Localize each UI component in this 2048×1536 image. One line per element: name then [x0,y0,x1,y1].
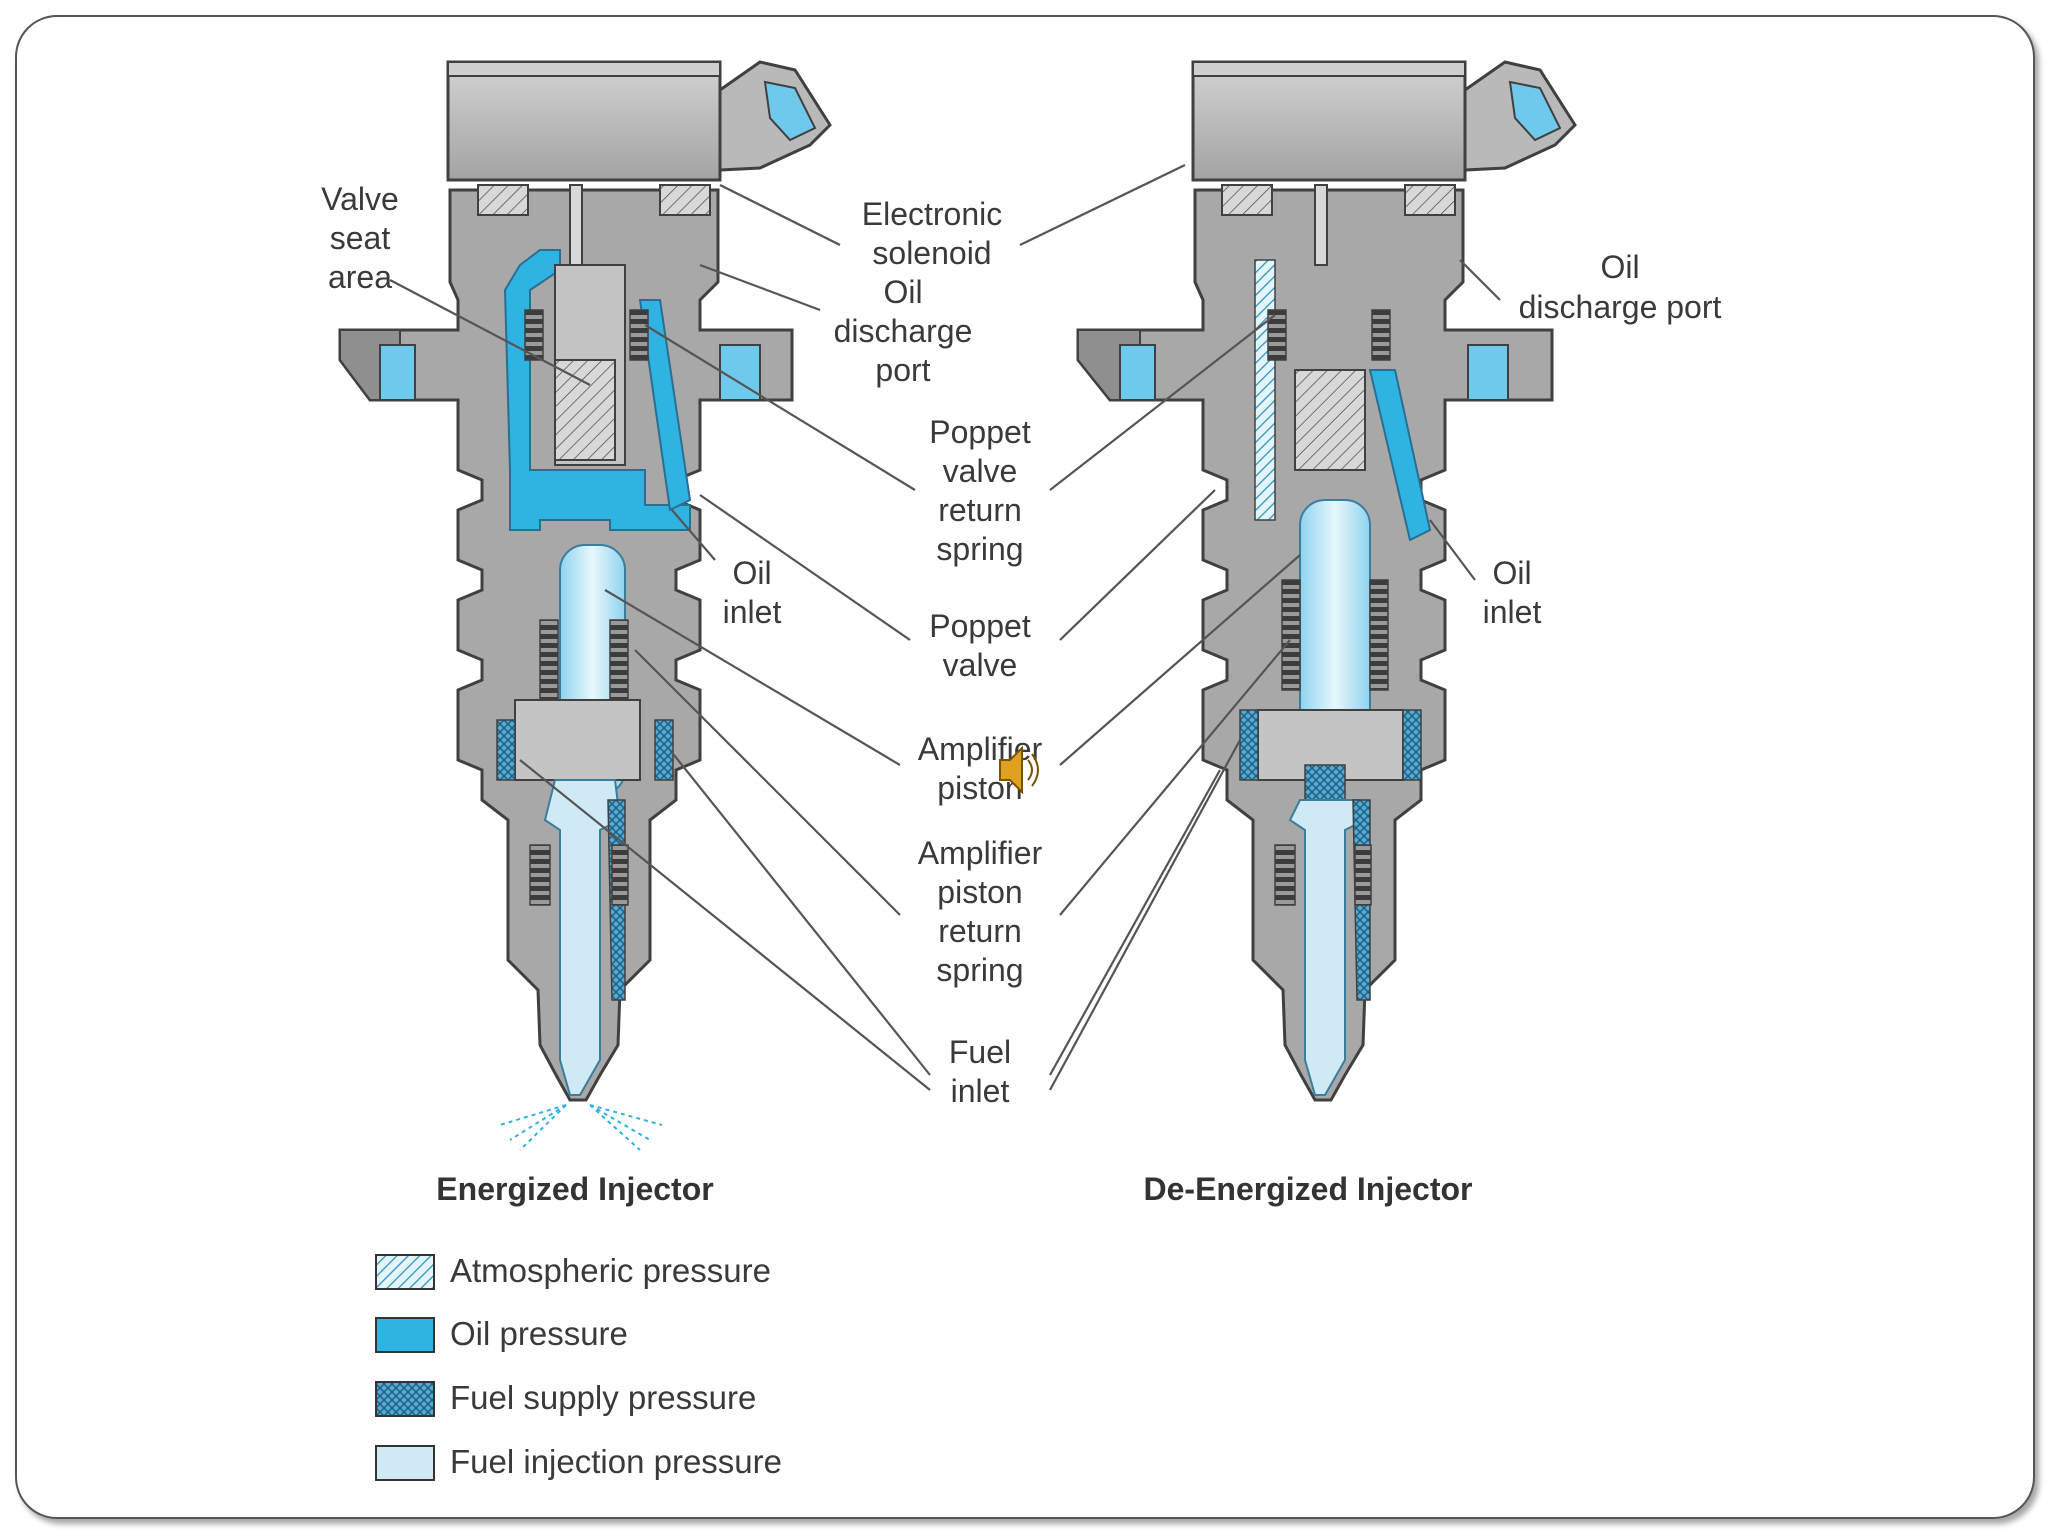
svg-text:piston: piston [937,874,1022,910]
svg-text:solenoid: solenoid [872,235,991,271]
svg-text:Poppet: Poppet [929,414,1031,450]
svg-text:Poppet: Poppet [929,608,1031,644]
label-oil-discharge-port-right: Oil discharge port [1519,249,1722,325]
caption-de-energized: De-Energized Injector [1144,1171,1473,1207]
svg-text:Oil: Oil [883,274,922,310]
legend-item-atmospheric: Atmospheric pressure [375,1252,771,1290]
svg-text:discharge: discharge [834,313,973,349]
svg-text:Electronic: Electronic [862,196,1003,232]
legend-item-fuel-supply: Fuel supply pressure [375,1379,756,1417]
svg-text:Fuel: Fuel [949,1034,1011,1070]
svg-text:return: return [938,492,1022,528]
label-amplifier-piston-return-spring: Amplifier piston return spring [918,835,1043,988]
solenoid-cap [1191,60,1467,182]
svg-text:spring: spring [936,952,1023,988]
fuel-spray [499,1104,663,1151]
amplifier-piston [1299,499,1371,741]
svg-text:return: return [938,913,1022,949]
label-oil-discharge-port-center: Oil discharge port [834,274,973,388]
svg-text:valve: valve [943,453,1018,489]
slide-frame [15,15,2035,1519]
svg-text:Fuel injection pressure: Fuel injection pressure [450,1443,782,1480]
svg-text:Amplifier: Amplifier [918,731,1043,767]
label-electronic-solenoid: Electronic solenoid [862,196,1003,271]
label-fuel-inlet: Fuel inlet [949,1034,1011,1109]
label-poppet-valve-return-spring: Poppet valve return spring [929,414,1031,567]
caption-energized: Energized Injector [436,1171,713,1207]
svg-text:port: port [875,352,930,388]
svg-text:inlet: inlet [951,1073,1010,1109]
svg-text:Oil: Oil [732,555,771,591]
svg-text:seat: seat [330,220,391,256]
energized-injector [338,60,832,1151]
speaker-icon[interactable] [999,745,1039,795]
label-amplifier-piston: Amplifier piston [918,731,1043,806]
de-energized-injector [1076,60,1577,1102]
svg-text:Oil: Oil [1492,555,1531,591]
svg-text:Oil pressure: Oil pressure [450,1315,628,1352]
svg-text:Oil: Oil [1600,249,1639,285]
svg-text:Valve: Valve [321,181,399,217]
svg-text:area: area [328,259,392,295]
oil-passage [503,249,691,531]
svg-text:valve: valve [943,647,1018,683]
legend-item-fuel-injection: Fuel injection pressure [375,1443,782,1481]
leader-lines [389,164,1501,1091]
svg-text:discharge port: discharge port [1519,289,1722,325]
svg-text:Amplifier: Amplifier [918,835,1043,871]
svg-text:spring: spring [936,531,1023,567]
svg-text:inlet: inlet [723,594,782,630]
label-poppet-valve: Poppet valve [929,608,1031,683]
solenoid-cap [446,60,722,182]
svg-text:Atmospheric pressure: Atmospheric pressure [450,1252,771,1289]
legend-item-oil: Oil pressure [375,1315,628,1353]
legend: Atmospheric pressure Oil pressure Fuel s… [375,1252,782,1481]
label-valve-seat-area: Valve seat area [321,181,399,295]
label-oil-inlet-right: Oil inlet [1483,555,1542,630]
label-oil-inlet-left: Oil inlet [723,555,782,630]
svg-text:Fuel supply pressure: Fuel supply pressure [450,1379,756,1416]
svg-text:inlet: inlet [1483,594,1542,630]
